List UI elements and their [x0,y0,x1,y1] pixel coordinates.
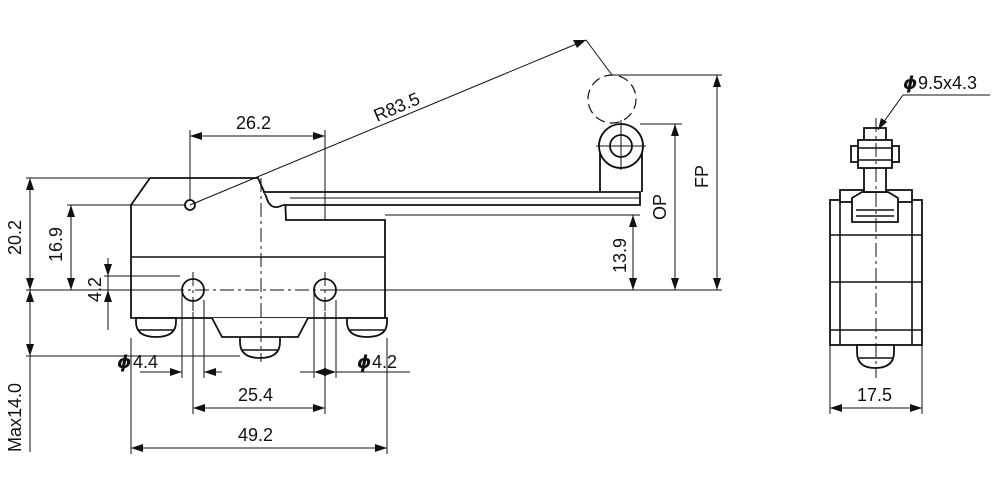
dim-17-5: 17.5 [857,385,892,405]
dim-r83-5: R83.5 [371,88,423,125]
dim-fp: FP [692,165,712,188]
dim-26-2: 26.2 [236,113,271,133]
phi-left: ϕ [117,352,131,373]
dim-20-2: 20.2 [5,220,25,255]
dim-max14: Max14.0 [5,383,25,452]
dim-roller: 9.5x4.3 [918,73,977,93]
side-bracket [851,191,899,223]
body-bottom-notch [211,317,309,338]
dim-hole-right: 4.2 [372,352,397,372]
dim-25-4: 25.4 [238,385,273,405]
phi-roller: ϕ [903,73,917,94]
terminal-right [346,317,388,338]
terminal-left [135,317,177,338]
dim-op: OP [650,194,670,220]
front-view: 20.2 16.9 4.2 Max14.0 26.2 R83.5 [5,39,722,454]
terminal-center [239,335,281,359]
dim-4-2: 4.2 [85,277,105,302]
dim-hole-left: 4.4 [133,352,158,372]
phi-right: ϕ [357,352,371,373]
dim-49-2: 49.2 [238,425,273,445]
dim-16-9: 16.9 [46,227,66,262]
dim-13-9: 13.9 [610,238,630,273]
side-view: ϕ 9.5x4.3 17.5 [829,73,990,414]
roller-free-position [587,74,637,124]
